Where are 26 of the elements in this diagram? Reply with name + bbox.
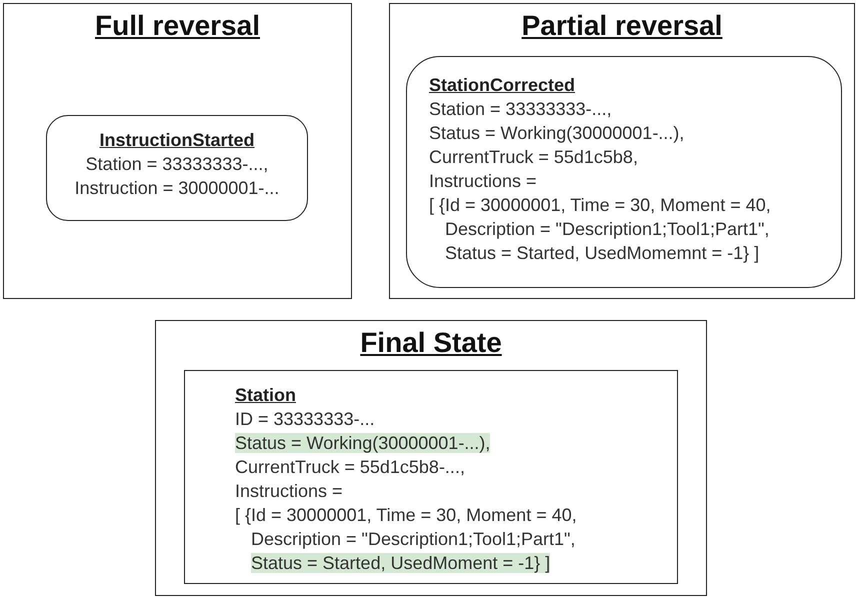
property-line: [ {Id = 30000001, Time = 30, Moment = 40, <box>429 195 771 215</box>
panel-title: Partial reversal <box>522 10 722 41</box>
event-box <box>406 56 842 288</box>
state-box <box>184 370 678 584</box>
event-box <box>46 115 308 221</box>
panel-title: Full reversal <box>95 10 260 41</box>
property-line: Status = Working(30000001-...), <box>429 123 684 143</box>
property-line: Description = "Description1;Tool1;Part1", <box>445 219 770 239</box>
property-line: [ {Id = 30000001, Time = 30, Moment = 40, <box>235 505 577 525</box>
property-line: Instructions = <box>235 481 343 501</box>
object-title: InstructionStarted <box>99 130 254 150</box>
panel-title: Final State <box>360 327 502 358</box>
property-line: Instruction = 30000001-... <box>74 178 280 198</box>
property-line: Status = Started, UsedMomemnt = -1} ] <box>445 243 760 263</box>
panel <box>155 320 707 596</box>
panel <box>3 3 352 299</box>
property-line: ID = 33333333-... <box>235 409 375 429</box>
property-line: Station = 33333333-..., <box>86 154 268 174</box>
object-title: Station <box>235 385 296 405</box>
property-line: CurrentTruck = 55d1c5b8-..., <box>235 457 465 477</box>
property-line: Instructions = <box>429 171 537 191</box>
panel <box>389 3 855 299</box>
property-line: CurrentTruck = 55d1c5b8, <box>429 147 638 167</box>
property-line: Description = "Description1;Tool1;Part1", <box>251 529 576 549</box>
property-line: Station = 33333333-..., <box>429 99 612 119</box>
object-title: StationCorrected <box>429 75 576 95</box>
